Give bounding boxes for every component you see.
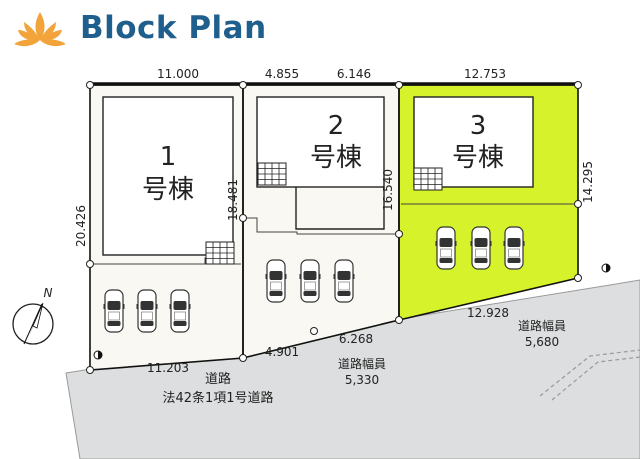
parking-car xyxy=(434,226,458,270)
driveway-line xyxy=(539,349,640,397)
parking-car xyxy=(469,226,493,270)
parking-car xyxy=(298,259,322,303)
dimension-label: 11.203 xyxy=(147,361,189,375)
header: Block Plan xyxy=(0,0,640,60)
parking-car xyxy=(502,226,526,270)
entrance-steps-2 xyxy=(257,162,287,186)
lot-3-suffix: 号棟 xyxy=(452,143,504,173)
fence-line xyxy=(245,217,397,235)
road-width-value: 5,330 xyxy=(345,373,379,387)
dimension-label: 4.901 xyxy=(265,345,299,359)
boundary-markers xyxy=(86,81,582,374)
lot-2-suffix: 号棟 xyxy=(310,143,362,173)
road-width-label: 道路幅員 xyxy=(518,318,566,333)
road-width-label: 道路幅員 xyxy=(338,356,386,371)
building-1 xyxy=(102,96,234,256)
parking-car xyxy=(102,289,126,333)
dimension-label: 6.268 xyxy=(339,332,373,346)
parking-car xyxy=(168,289,192,333)
parking-car xyxy=(332,259,356,303)
compass-icon xyxy=(12,302,54,345)
road-name: 道路 xyxy=(205,371,231,387)
benchmark-markers xyxy=(93,263,611,360)
building-2-wing xyxy=(295,187,385,230)
lot-1-suffix: 号棟 xyxy=(142,175,194,205)
compass-north-label: N xyxy=(44,286,53,300)
page-title: Block Plan xyxy=(80,10,267,46)
entrance-steps-1 xyxy=(205,241,235,265)
road xyxy=(65,279,640,459)
driveway-line xyxy=(551,356,640,401)
dimension-label: 16.540 xyxy=(381,169,395,211)
lotus-flower-icon xyxy=(14,12,66,47)
dimension-label: 4.855 xyxy=(265,67,299,81)
lot-1-number: 1 xyxy=(160,142,177,172)
road-designation: 法42条1項1号道路 xyxy=(162,390,273,406)
lot-2-number: 2 xyxy=(328,111,345,141)
dimension-label: 12.753 xyxy=(464,67,506,81)
dimension-label: 11.000 xyxy=(157,67,199,81)
parking-car xyxy=(264,259,288,303)
lot-3-number: 3 xyxy=(470,111,487,141)
road-width-value: 5,680 xyxy=(525,335,559,349)
dimension-label: 18.481 xyxy=(226,179,240,221)
dimension-label: 6.146 xyxy=(337,67,371,81)
dimension-label: 20.426 xyxy=(74,205,88,247)
entrance-steps-3 xyxy=(413,167,443,191)
dimension-label: 14.295 xyxy=(581,161,595,203)
dimension-label: 12.928 xyxy=(467,306,509,320)
parking-car xyxy=(135,289,159,333)
